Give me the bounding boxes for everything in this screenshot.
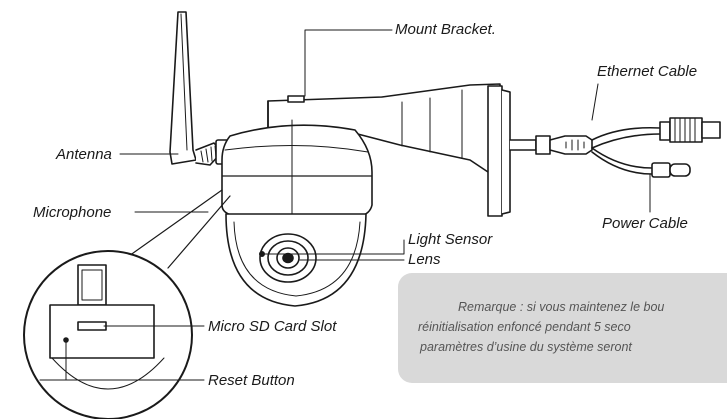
note-line-1: Remarque : si vous maintenez le bou — [458, 300, 665, 314]
note-line-3: paramètres d’usine du système seront — [420, 340, 632, 354]
note-line-2: réinitialisation enfoncé pendant 5 seco — [418, 320, 631, 334]
cable-assembly-shape — [509, 117, 721, 178]
antenna-label: Antenna — [56, 146, 112, 163]
reset-button-label: Reset Button — [208, 372, 295, 389]
leader-lines — [65, 29, 651, 381]
microphone-label: Microphone — [33, 204, 112, 221]
mount-bracket-shape — [267, 83, 511, 217]
antenna-shape — [169, 11, 231, 166]
light-sensor-label: Light Sensor — [408, 231, 493, 248]
note-box — [398, 273, 727, 383]
ethernet-cable-label: Ethernet Cable — [597, 63, 698, 80]
camera-housing-shape — [221, 119, 373, 307]
mount-bracket-label: Mount Bracket. — [395, 21, 496, 38]
micro-sd-slot-label: Micro SD Card Slot — [208, 318, 337, 335]
power-cable-label: Power Cable — [602, 215, 688, 232]
lens-label: Lens — [408, 251, 441, 268]
zoom-inset-shape — [23, 250, 193, 419]
